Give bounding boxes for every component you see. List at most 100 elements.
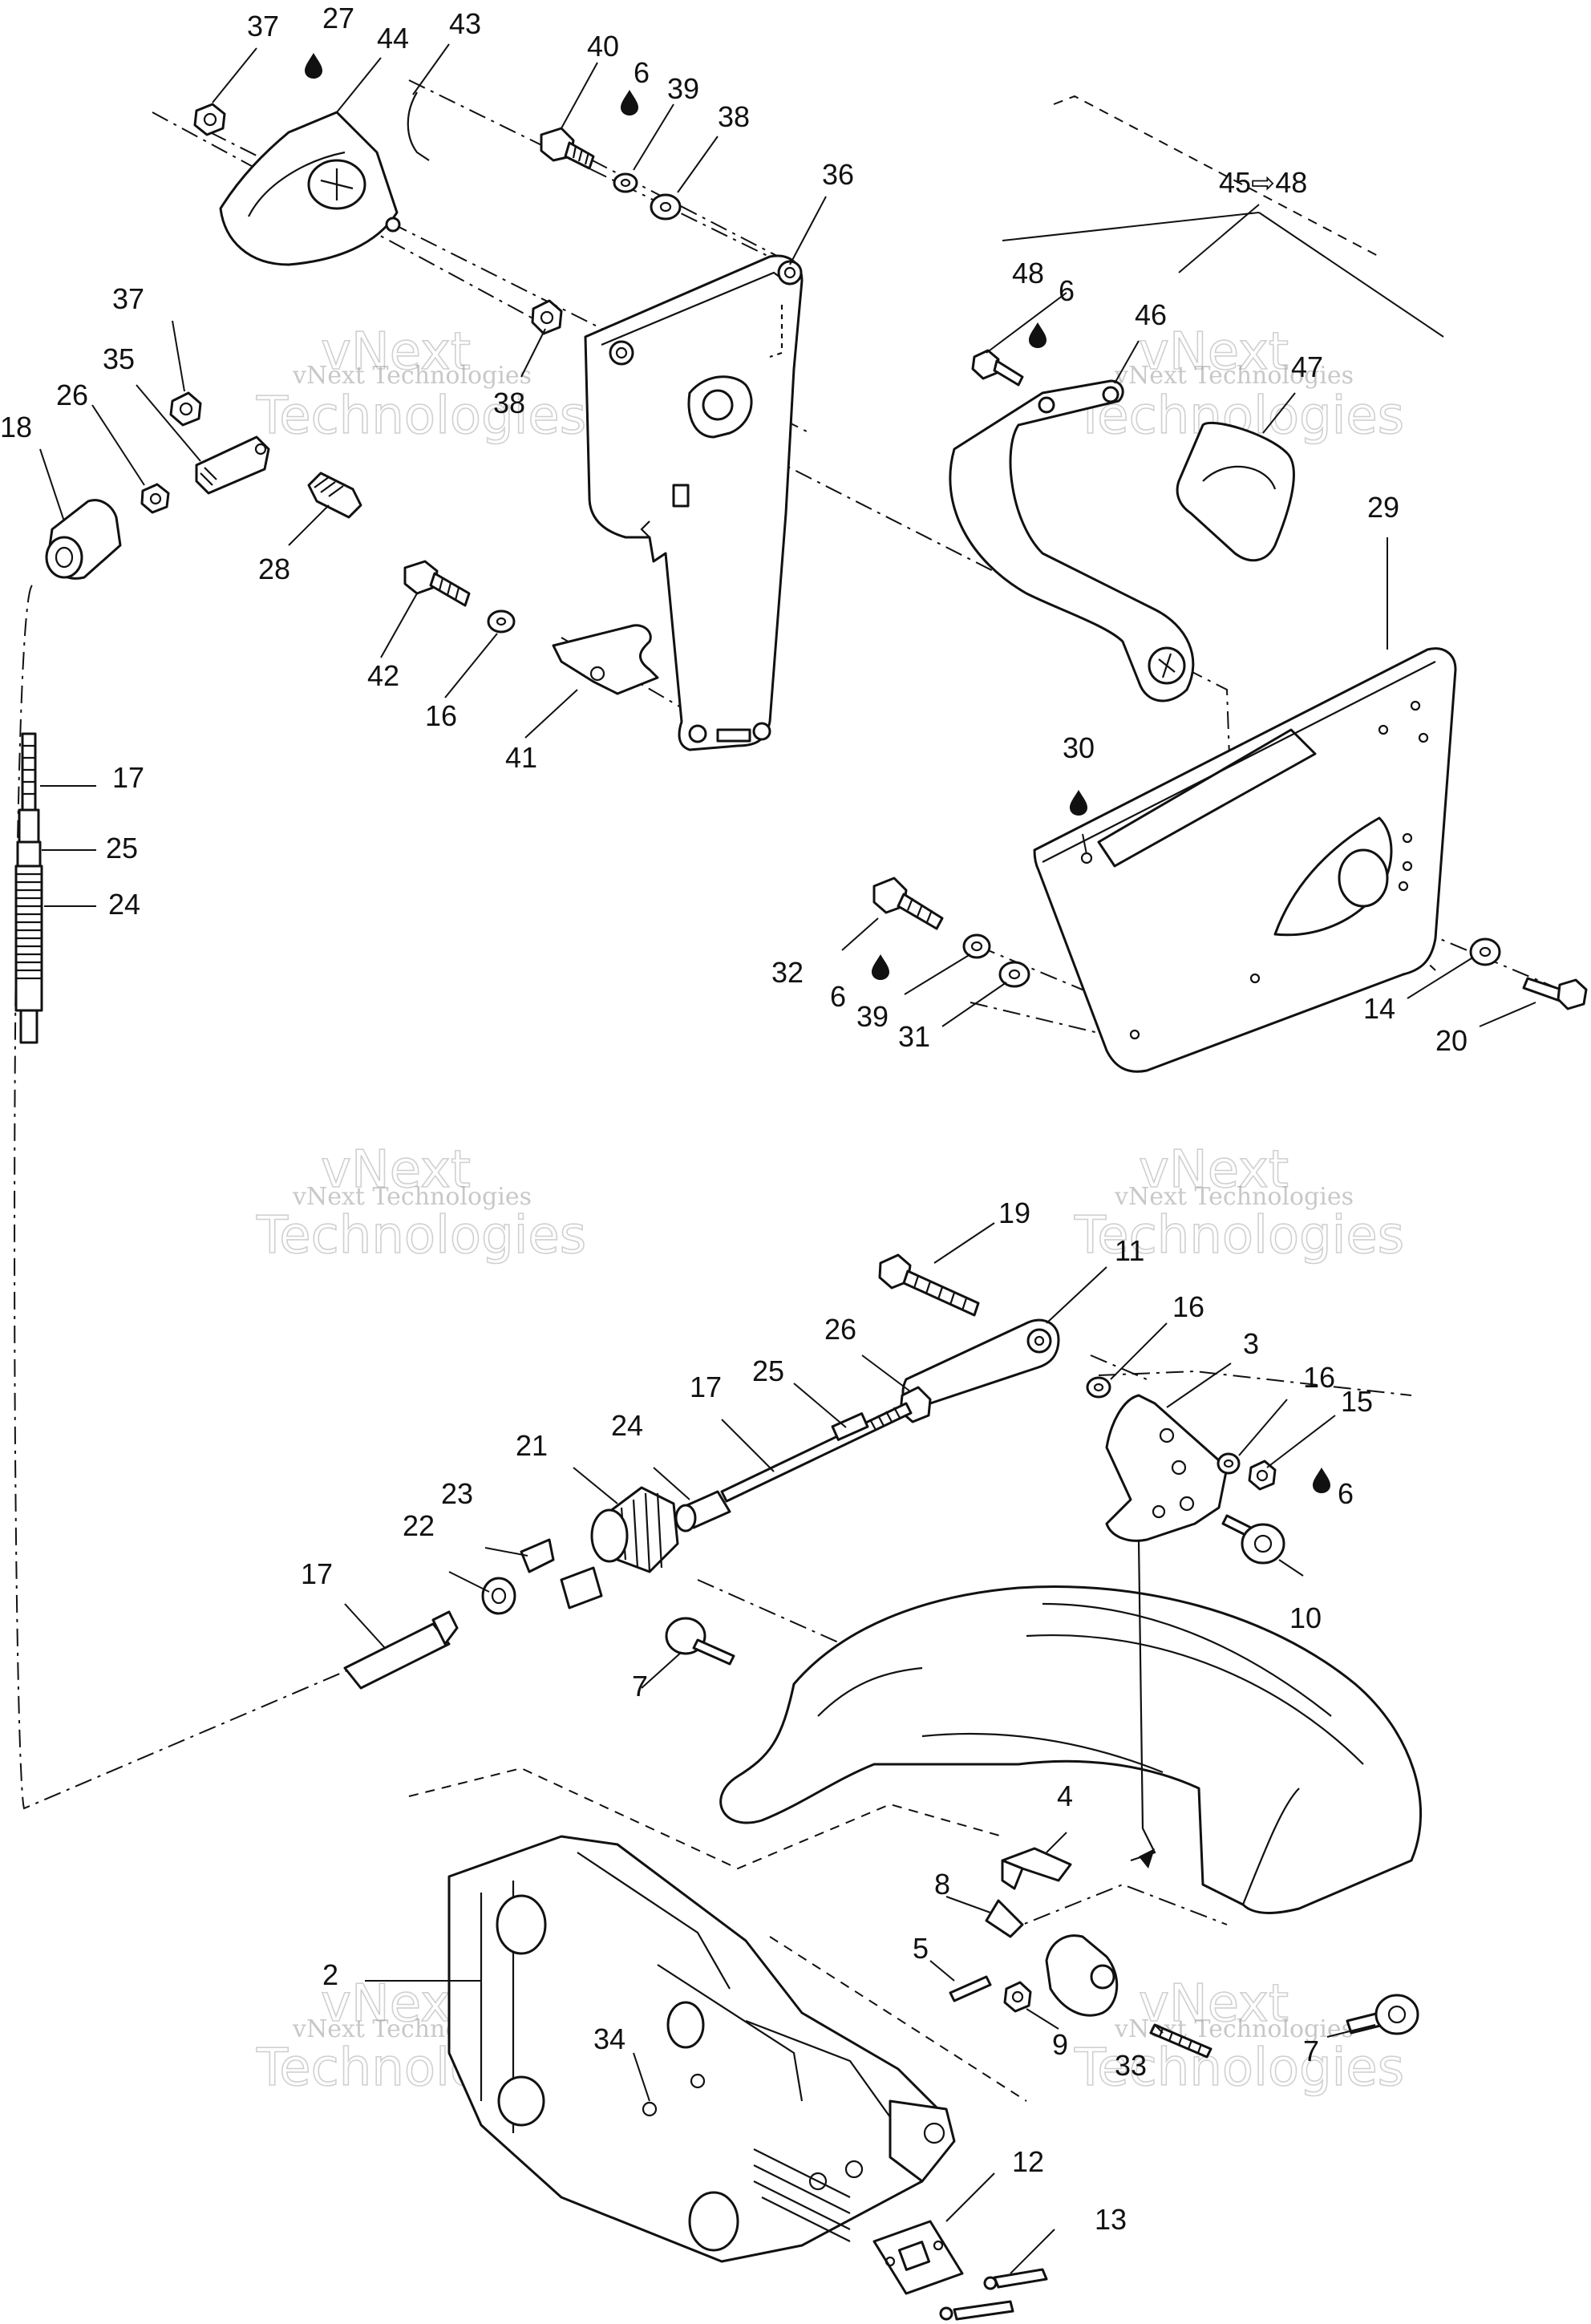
callout-17-tip: 17 xyxy=(301,1557,333,1590)
callout-19: 19 xyxy=(998,1196,1030,1229)
part-39-lockwasher-mid xyxy=(962,933,991,959)
oil-drop-icon-27 xyxy=(305,53,322,79)
part-38-nut-mid xyxy=(531,299,563,335)
callout-24-left: 24 xyxy=(108,888,140,921)
callout-37: 37 xyxy=(247,10,279,43)
part-31-washer xyxy=(998,961,1030,988)
part-14-washer xyxy=(1469,937,1501,966)
callout-7-lower: 7 xyxy=(1303,2035,1319,2067)
watermark-mid-text: vNext xyxy=(321,1140,471,1200)
callout-38-mid: 38 xyxy=(493,387,525,419)
watermark-big-text: Technologies xyxy=(1074,1206,1404,1265)
oil-drop-icon-30 xyxy=(1070,790,1087,816)
part-37-nut-top xyxy=(193,103,226,136)
watermark-big-text: Technologies xyxy=(256,1206,586,1265)
callout-23: 23 xyxy=(441,1477,473,1510)
oil-drop-icon-6c xyxy=(872,954,889,980)
part-23-clip xyxy=(520,1538,603,1609)
callout-22: 22 xyxy=(403,1509,435,1542)
callout-42: 42 xyxy=(367,659,399,692)
leader-lines xyxy=(39,43,1536,2274)
callout-7: 7 xyxy=(632,1670,648,1703)
part-29-cover-plate xyxy=(1033,647,1457,1073)
watermark-top-left: vNext vNext Technologies Technologies xyxy=(255,322,587,447)
callout-6-plate: 6 xyxy=(830,980,846,1013)
watermark-mid-text: vNext xyxy=(1139,322,1289,382)
callout-12: 12 xyxy=(1012,2145,1044,2178)
part-44-grip-housing xyxy=(219,111,401,266)
part-switch-housing xyxy=(1045,1934,1119,2017)
part-33-screw xyxy=(1149,2023,1212,2059)
part-47-grip xyxy=(1176,421,1295,562)
callout-2: 2 xyxy=(322,1958,338,1991)
watermark-small-text: vNext Technologies xyxy=(292,362,532,390)
part-21-fitting xyxy=(590,1486,679,1573)
callout-41: 41 xyxy=(505,741,537,774)
oil-drop-icon-6b xyxy=(1029,322,1046,348)
part-43-clip xyxy=(407,91,430,161)
watermark-mid-text: vNext xyxy=(1139,1974,1289,2034)
part-40-bolt xyxy=(540,127,595,170)
callout-13: 13 xyxy=(1095,2203,1127,2236)
part-39-lockwasher-top xyxy=(613,172,638,193)
part-32-bolt xyxy=(872,877,944,930)
part-18-cable-nut xyxy=(45,499,122,580)
callout-5: 5 xyxy=(913,1932,929,1965)
part-3-bracket xyxy=(1105,1394,1229,1542)
callout-27: 27 xyxy=(322,2,354,34)
callout-15: 15 xyxy=(1341,1385,1373,1418)
part-handlebar-housing xyxy=(719,1585,1422,1914)
part-13-pins xyxy=(939,2268,1048,2321)
callout-38: 38 xyxy=(718,100,750,133)
callout-48: 48 xyxy=(1012,257,1044,289)
part-41-cam-plate xyxy=(552,624,659,695)
callout-39-plate: 39 xyxy=(856,1000,889,1033)
linkage-rod xyxy=(1130,1539,1156,1869)
part-2-base-body xyxy=(447,1835,956,2263)
part-10-bolt xyxy=(1221,1514,1285,1565)
callout-33: 33 xyxy=(1115,2049,1147,2082)
part-8-clip xyxy=(985,1899,1024,1938)
callout-28: 28 xyxy=(258,553,290,585)
callout-26-lower: 26 xyxy=(824,1313,856,1346)
watermark-big-text: Technologies xyxy=(256,387,586,446)
callout-16-lower: 16 xyxy=(1172,1290,1204,1323)
watermark-big-text: Technologies xyxy=(1074,2039,1404,2098)
part-46-throttle-lever xyxy=(949,379,1195,702)
callout-26: 26 xyxy=(56,379,88,411)
callout-32: 32 xyxy=(771,956,804,989)
callout-4: 4 xyxy=(1057,1779,1073,1812)
part-26-nut-left xyxy=(140,483,170,514)
watermark-small-text: vNext Technologies xyxy=(1114,362,1354,390)
callout-25-lower: 25 xyxy=(752,1354,784,1387)
callout-6-nut: 6 xyxy=(1338,1477,1354,1510)
callout-8: 8 xyxy=(934,1868,950,1901)
part-9-nut xyxy=(1003,1981,1032,2013)
watermark-small-text: vNext Technologies xyxy=(292,1183,532,1211)
part-17-cable-tip xyxy=(343,1610,459,1690)
callout-21: 21 xyxy=(516,1429,548,1462)
callout-25-left: 25 xyxy=(106,832,138,864)
callout-10: 10 xyxy=(1289,1601,1322,1634)
callout-24-lower: 24 xyxy=(611,1409,643,1442)
callout-44: 44 xyxy=(377,22,409,55)
callout-17-lower: 17 xyxy=(690,1371,722,1403)
part-48-screw xyxy=(971,349,1024,387)
watermark-mid-left: vNext vNext Technologies Technologies xyxy=(255,1140,587,1266)
callout-29: 29 xyxy=(1367,491,1399,524)
part-16-washer-top xyxy=(487,609,516,634)
callout-34: 34 xyxy=(593,2022,625,2055)
callout-39: 39 xyxy=(667,72,699,105)
part-35-clevis xyxy=(195,435,270,495)
part-5-pin xyxy=(949,1975,992,2002)
part-19-bolt xyxy=(878,1253,980,1317)
part-7-screw-upper xyxy=(665,1617,735,1666)
part-22-washer xyxy=(481,1577,516,1615)
callout-36: 36 xyxy=(822,158,854,191)
part-24-sleeve xyxy=(674,1490,731,1532)
part-42-bolt xyxy=(403,560,471,607)
part-37-nut-left xyxy=(169,391,202,427)
callout-6-lever: 6 xyxy=(1059,274,1075,307)
callout-35: 35 xyxy=(103,342,135,375)
